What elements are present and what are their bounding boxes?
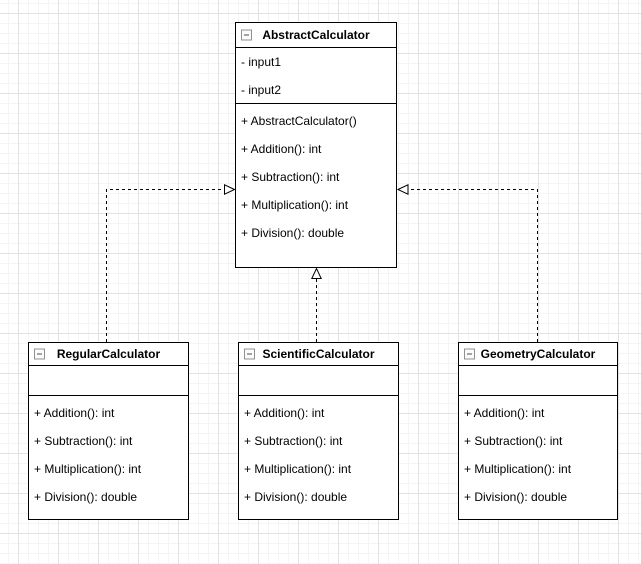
method-row: + Division(): double [244,490,348,504]
connector-geometry-to-abstract[interactable] [396,184,538,342]
method-row: + Multiplication(): int [464,462,572,476]
method-row: + Division(): double [464,490,568,504]
class-header: RegularCalculator [29,343,188,366]
class-box-scientific-calculator[interactable]: ScientificCalculator + Addition(): int +… [238,342,399,520]
methods-section: + Addition(): int + Subtraction(): int +… [239,396,398,511]
hollow-triangle-arrowhead [396,184,409,195]
method-row: + Addition(): int [34,406,115,420]
method-row: + Addition(): int [241,142,322,156]
method-row: + Addition(): int [464,406,545,420]
class-box-geometry-calculator[interactable]: GeometryCalculator + Addition(): int + S… [458,342,618,520]
class-header: AbstractCalculator [236,23,396,48]
field-row: - input2 [241,83,282,97]
collapse-minus-icon[interactable] [241,29,252,41]
method-row: + Subtraction(): int [241,170,340,184]
hollow-triangle-arrowhead [311,267,322,279]
collapse-minus-icon[interactable] [464,348,475,360]
dashed-edge [408,189,538,342]
fields-section: - input1 - input2 [236,48,396,104]
dashed-edge [106,189,224,342]
method-row: + Subtraction(): int [464,434,563,448]
method-row: + Subtraction(): int [244,434,343,448]
method-row: + Subtraction(): int [34,434,133,448]
connector-scientific-to-abstract[interactable] [311,267,322,343]
class-header: ScientificCalculator [239,343,398,366]
method-row: + Multiplication(): int [244,462,352,476]
methods-section: + Addition(): int + Subtraction(): int +… [459,396,617,511]
collapse-minus-icon[interactable] [34,348,45,360]
class-title: GeometryCalculator [480,347,596,361]
methods-section: + AbstractCalculator() + Addition(): int… [236,104,396,247]
class-box-regular-calculator[interactable]: RegularCalculator + Addition(): int + Su… [28,342,189,520]
methods-section: + Addition(): int + Subtraction(): int +… [29,396,188,511]
fields-section-empty [239,366,398,396]
connector-regular-to-abstract[interactable] [106,184,236,342]
class-header: GeometryCalculator [459,343,617,366]
method-row: + Multiplication(): int [241,198,349,212]
fields-section-empty [459,366,617,396]
field-row: - input1 [241,55,282,69]
method-row: + Multiplication(): int [34,462,142,476]
method-row: + Division(): double [34,490,138,504]
fields-section-empty [29,366,188,396]
method-row: + Division(): double [241,226,345,240]
collapse-minus-icon[interactable] [244,348,255,360]
method-row: + Addition(): int [244,406,325,420]
class-box-abstract-calculator[interactable]: AbstractCalculator - input1 - input2 + A… [235,22,397,268]
hollow-triangle-arrowhead [224,184,236,195]
class-title: RegularCalculator [56,347,161,361]
method-row: + AbstractCalculator() [241,114,357,128]
class-title: ScientificCalculator [262,347,375,361]
class-title: AbstractCalculator [262,28,370,42]
